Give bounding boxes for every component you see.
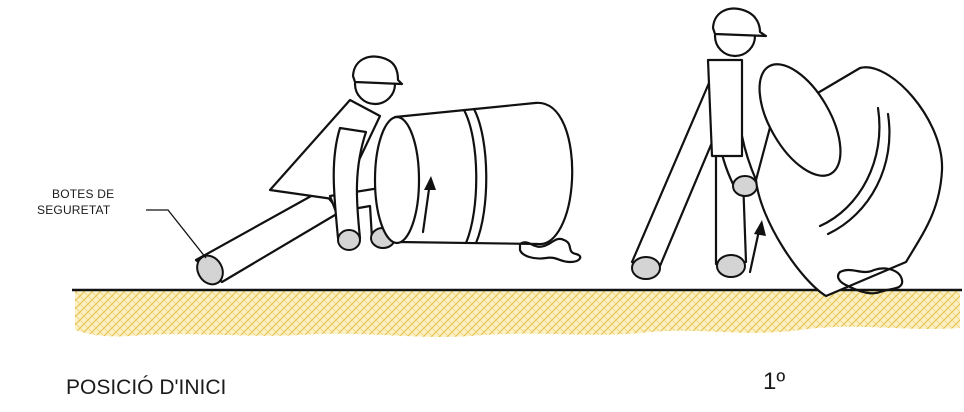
safety-helmet (353, 57, 402, 84)
ground-soil (75, 290, 960, 337)
callout-leader (146, 210, 206, 258)
spill-puddle (520, 239, 580, 262)
safety-helmet (713, 9, 766, 36)
barrel-tilted (743, 51, 942, 296)
worker-crouching (192, 57, 402, 289)
caption-step-one: 1º (763, 368, 785, 396)
caption-starting-position: POSICIÓ D'INICI (66, 376, 226, 400)
callout-label-line1: BOTES DE (52, 187, 114, 201)
callout-label-line2: SEGURETAT (37, 203, 110, 217)
barrel-lying (375, 103, 580, 262)
worker-lifting (632, 9, 766, 279)
